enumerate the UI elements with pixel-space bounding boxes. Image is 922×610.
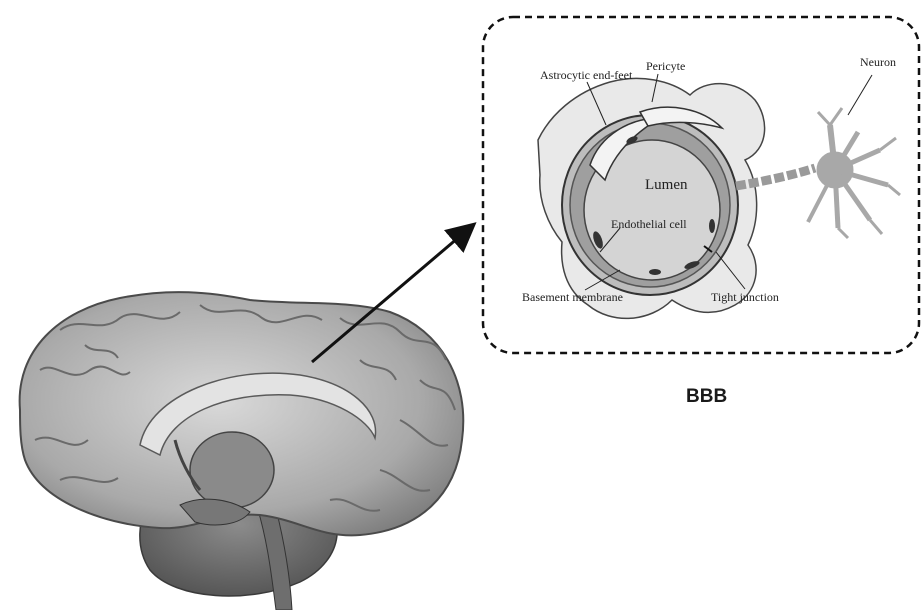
basement-membrane-label: Basement membrane: [522, 290, 623, 304]
pericyte-label: Pericyte: [646, 59, 685, 73]
neuron-illustration: [808, 108, 900, 238]
neuron-label: Neuron: [860, 55, 896, 69]
lumen-label: Lumen: [645, 177, 688, 193]
bbb-cross-section: [538, 78, 815, 318]
figure-title: BBB: [686, 386, 727, 407]
endothelial-cell-label: Endothelial cell: [611, 217, 687, 231]
astrocytic-end-feet-label: Astrocytic end-feet: [540, 68, 633, 82]
thalamus: [190, 432, 274, 508]
brain-illustration: [20, 292, 464, 610]
tight-junction-label: Tight junction: [711, 290, 779, 304]
